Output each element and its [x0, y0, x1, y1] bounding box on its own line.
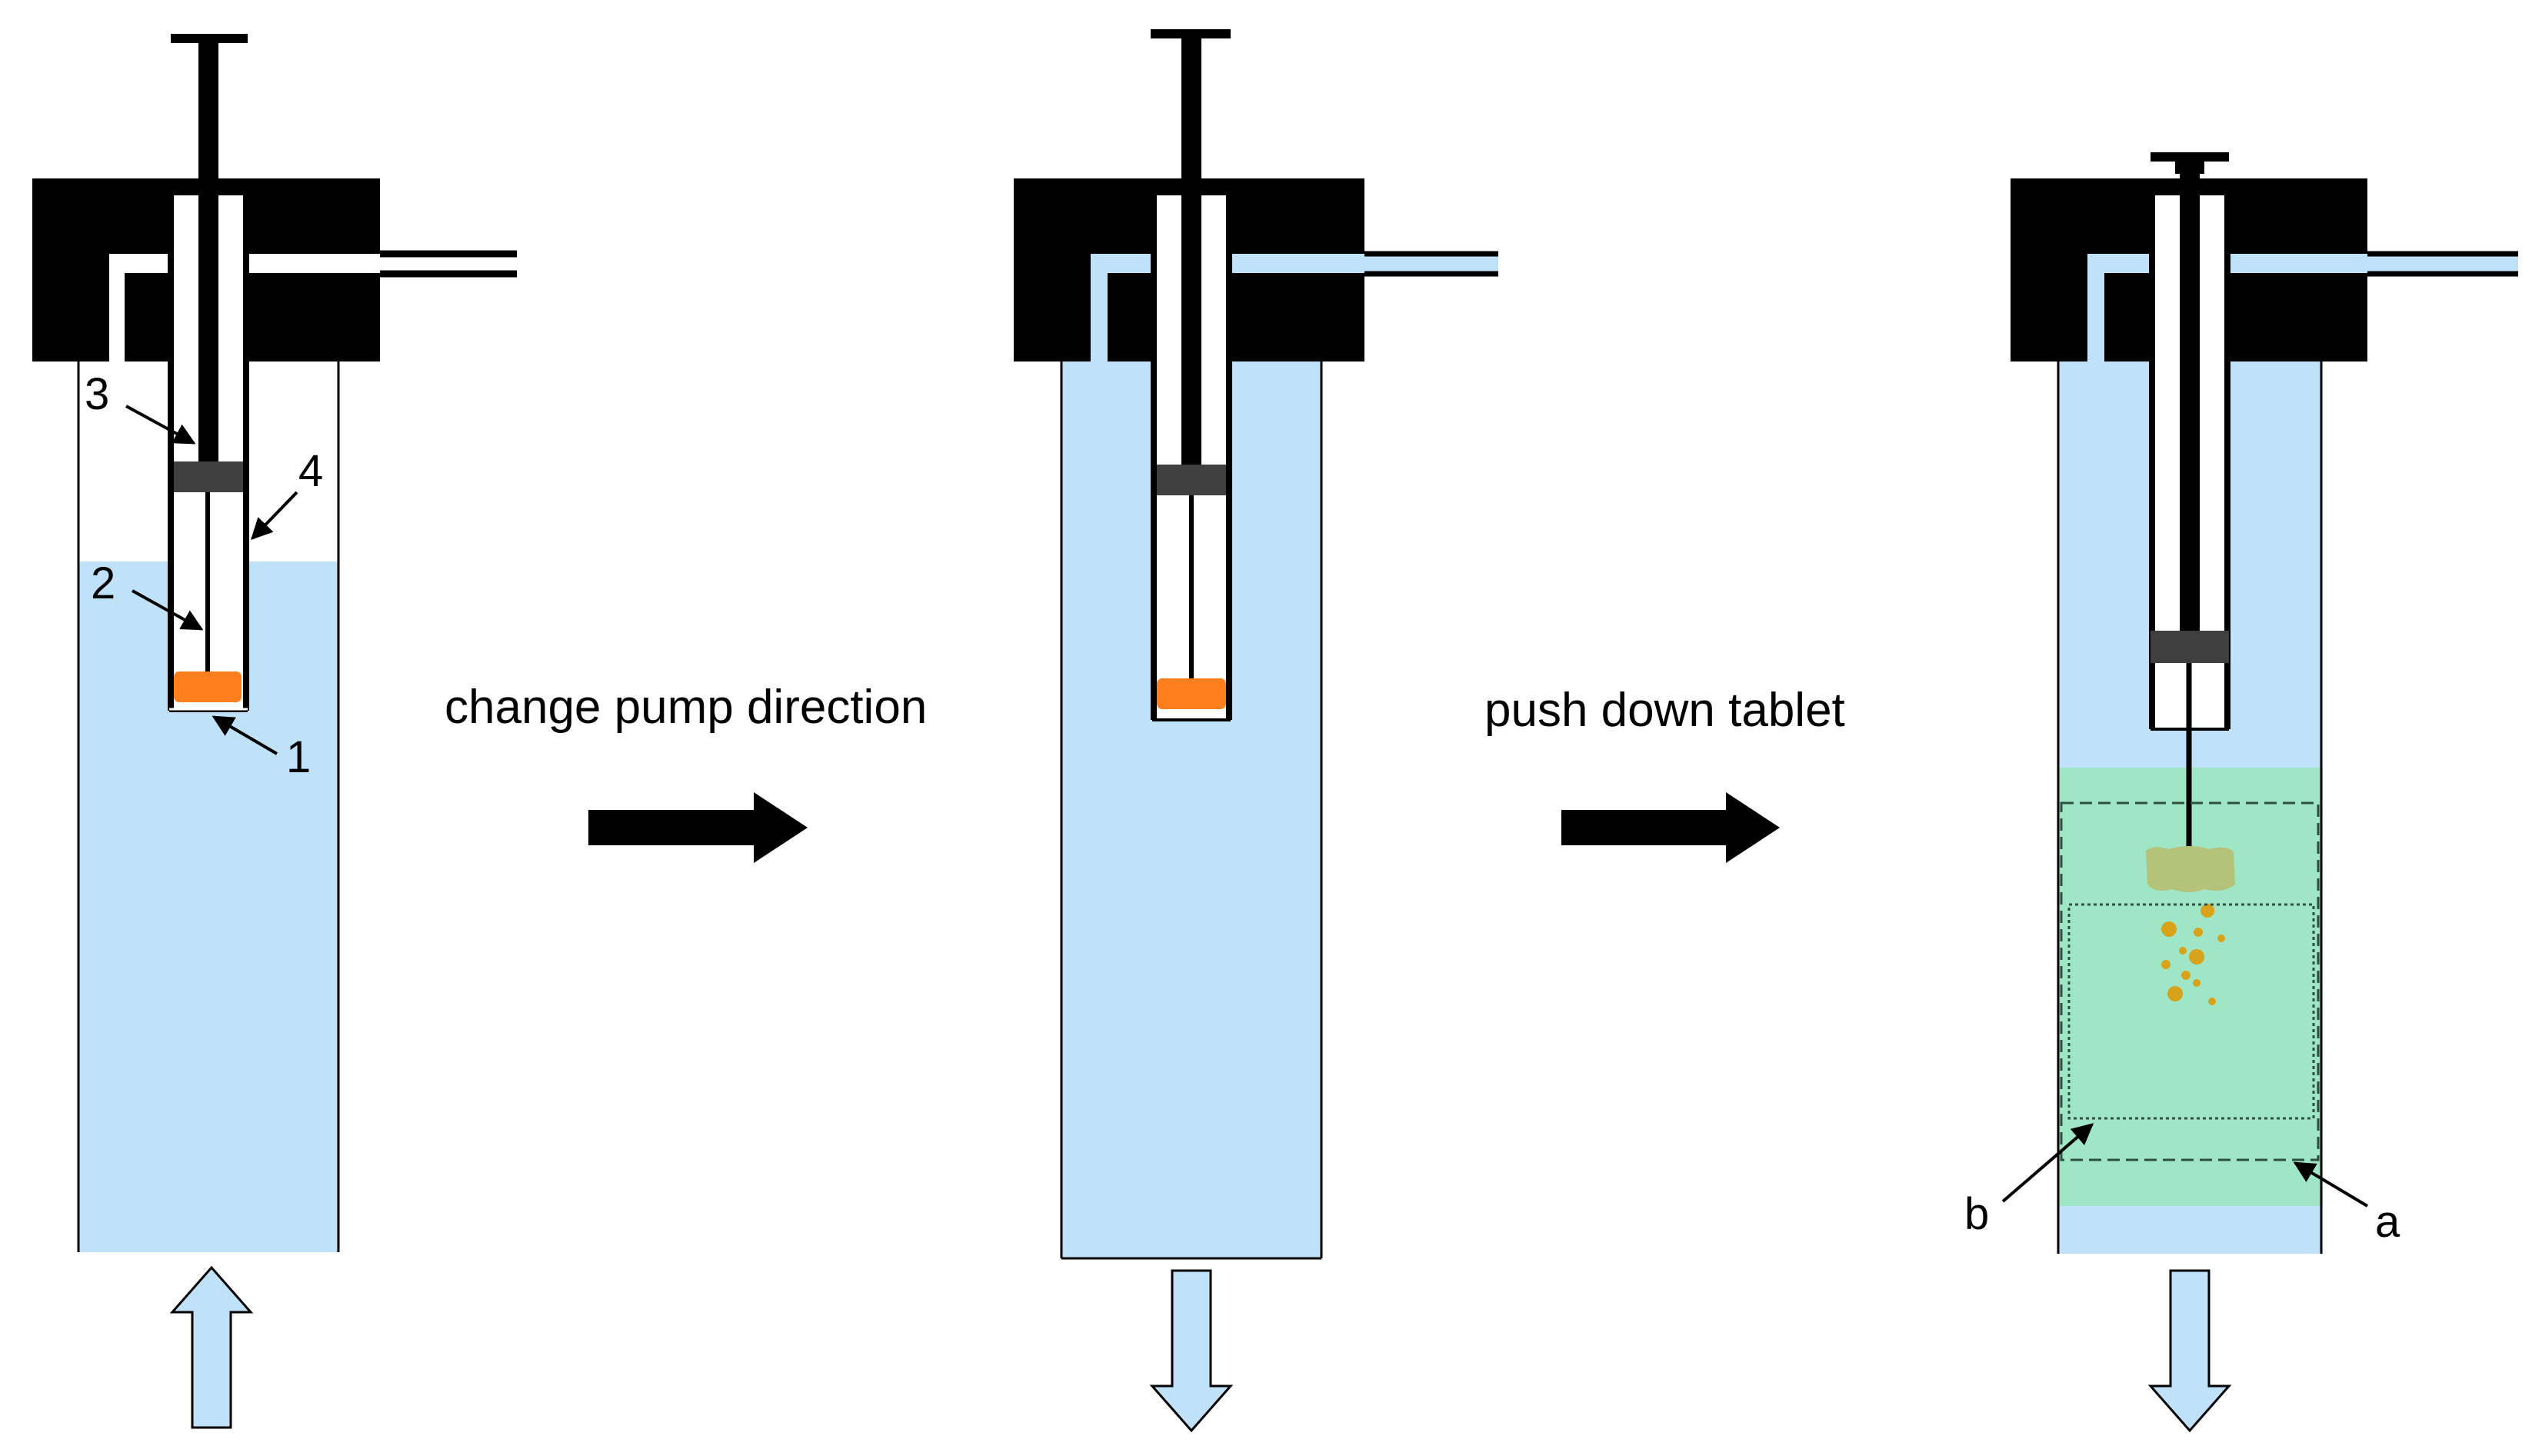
head-block-2-left: [1014, 254, 1091, 362]
pointer-a: [2293, 1161, 2369, 1208]
plunger-2-stopper: [1152, 465, 1231, 495]
label-b: b: [1964, 1189, 1989, 1239]
inner-tube-3-edge-right: [2224, 194, 2230, 729]
plunger-3-rod: [2180, 169, 2200, 631]
inner-tube-2-edge-right: [1226, 194, 1232, 720]
tablet-2: [1157, 678, 1226, 709]
outflow-arrow-2-down: [1149, 1269, 1234, 1433]
plunger-3-handle: [2151, 152, 2229, 162]
step-arrow-1: [588, 792, 808, 863]
inner-tube-1-edge-left: [168, 194, 174, 711]
outflow-arrow-3-down: [2147, 1269, 2232, 1433]
step-2-transition: push down tablet: [1484, 684, 1845, 863]
tablet-1: [174, 671, 242, 702]
caption-change-pump-direction: change pump direction: [445, 681, 927, 734]
inner-tube-3-edge-left: [2149, 194, 2155, 729]
panel-1-initial-state: 3 4 2 1: [32, 34, 517, 1429]
label-2: 2: [91, 558, 115, 608]
panel-2-reversed-flow: [1014, 29, 1498, 1433]
pointer-4: [251, 491, 298, 541]
pointer-3: [125, 405, 196, 445]
inner-tube-1-edge-right: [243, 194, 249, 711]
dissolving-particles: [2161, 904, 2225, 1005]
channel-3-b: [2087, 254, 2104, 362]
step-arrow-2: [1561, 792, 1780, 863]
head-block-1-left: [32, 254, 109, 362]
inner-tube-2-edge-left: [1151, 194, 1157, 720]
inflow-arrow-up: [169, 1265, 254, 1429]
step-1-transition: change pump direction: [445, 681, 927, 863]
region-b: [2067, 903, 2315, 1120]
label-1: 1: [286, 732, 311, 782]
head-block-3-left: [2011, 254, 2087, 362]
caption-push-down-tablet: push down tablet: [1484, 684, 1845, 737]
head-block-3-inner-right: [2229, 273, 2290, 362]
pointer-1: [212, 715, 278, 755]
label-a: a: [2375, 1197, 2400, 1247]
plunger-1-rod: [198, 34, 218, 465]
region-a: [2060, 801, 2320, 1161]
panel-3-dissolution: b a: [1964, 152, 2518, 1433]
head-block-2-inner-right: [1231, 273, 1292, 362]
label-3: 3: [85, 369, 109, 419]
channel-2-b: [1091, 254, 1108, 362]
label-4: 4: [298, 446, 323, 496]
pointer-2: [132, 589, 204, 631]
head-block-1-inner-right: [246, 273, 306, 362]
pointer-b: [2001, 1123, 2094, 1203]
swollen-tablet: [2146, 846, 2235, 892]
channel-1-gap-b: [109, 254, 125, 362]
plunger-2-rod: [1181, 29, 1201, 468]
plunger-3-stopper: [2151, 631, 2229, 663]
plunger-1-stopper: [169, 461, 248, 492]
